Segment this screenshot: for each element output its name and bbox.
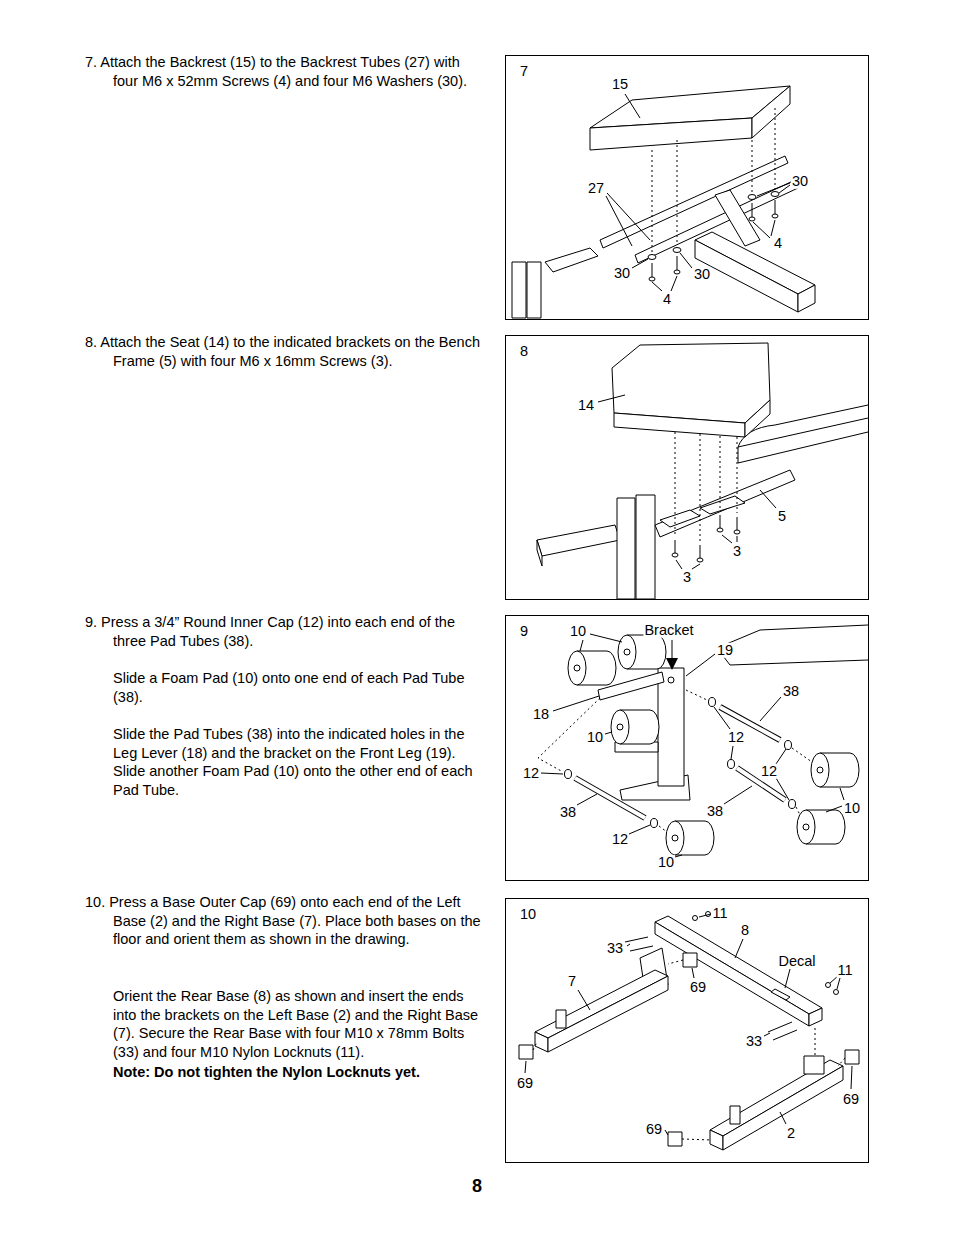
callout-number: 14 xyxy=(577,398,595,413)
callout-number: 27 xyxy=(587,181,605,196)
callout-number: 2 xyxy=(786,1126,796,1141)
callout-number: Bracket xyxy=(643,623,694,638)
callout-number: 38 xyxy=(782,684,800,699)
instruction-text: 7. Attach the Backrest (15) to the Backr… xyxy=(85,53,485,90)
callout-number: 38 xyxy=(559,805,577,820)
callout-number: 10 xyxy=(657,855,675,870)
callout-number: 12 xyxy=(522,766,540,781)
backrest-figure xyxy=(512,86,815,318)
callout-number: 69 xyxy=(645,1122,663,1137)
callout-number: 33 xyxy=(606,941,624,956)
step-panel: 10 xyxy=(505,898,869,1163)
callout-number: 10 xyxy=(843,801,861,816)
instruction-text: Note: Do not tighten the Nylon Locknuts … xyxy=(113,1063,485,1082)
instruction-text: Orient the Rear Base (8) as shown and in… xyxy=(113,987,485,1062)
callout-number: 8 xyxy=(740,923,750,938)
instruction-text: Slide a Foam Pad (10) onto one end of ea… xyxy=(113,669,485,706)
step-number: 9 xyxy=(520,624,528,639)
leg-lever-figure xyxy=(538,625,868,857)
callout-number: 10 xyxy=(569,624,587,639)
callout-number: 3 xyxy=(732,544,742,559)
instruction-text: 10. Press a Base Outer Cap (69) onto eac… xyxy=(85,893,485,949)
seat-figure xyxy=(537,343,868,599)
callout-number: 15 xyxy=(611,77,629,92)
callout-number: 11 xyxy=(711,906,728,921)
callout-number: 12 xyxy=(611,832,629,847)
callout-number: 69 xyxy=(516,1076,534,1091)
callout-number: 11 xyxy=(836,963,853,978)
callout-number: 12 xyxy=(760,764,778,779)
callout-number: 30 xyxy=(693,267,711,282)
step-panel: 8 xyxy=(505,335,869,600)
callout-number: 18 xyxy=(532,707,550,722)
callout-number: 30 xyxy=(613,266,631,281)
callout-number: 69 xyxy=(689,980,707,995)
callout-number: 7 xyxy=(567,974,577,989)
callout-number: Decal xyxy=(777,954,816,969)
instruction-text: Slide the Pad Tubes (38) into the indica… xyxy=(113,725,485,800)
instruction-text: 9. Press a 3/4” Round Inner Cap (12) int… xyxy=(85,613,485,650)
step-number: 8 xyxy=(520,344,528,359)
step-number: 7 xyxy=(520,64,528,79)
callout-number: 4 xyxy=(662,292,672,307)
callout-number: 69 xyxy=(842,1092,860,1107)
step-panel: 7 xyxy=(505,55,869,320)
callout-number: 38 xyxy=(706,804,724,819)
callout-number: 33 xyxy=(745,1034,763,1049)
callout-number: 5 xyxy=(777,509,787,524)
callout-number: 30 xyxy=(791,174,809,189)
callout-number: 4 xyxy=(773,236,783,251)
base-figure xyxy=(519,912,859,1151)
callout-number: 12 xyxy=(727,730,745,745)
step-number: 10 xyxy=(520,907,536,922)
step-panel: 9 xyxy=(505,615,869,881)
callout-number: 19 xyxy=(716,643,734,658)
callout-number: 10 xyxy=(586,730,604,745)
callout-number: 3 xyxy=(682,570,692,585)
page-number: 8 xyxy=(472,1177,482,1195)
instruction-text: 8. Attach the Seat (14) to the indicated… xyxy=(85,333,485,370)
